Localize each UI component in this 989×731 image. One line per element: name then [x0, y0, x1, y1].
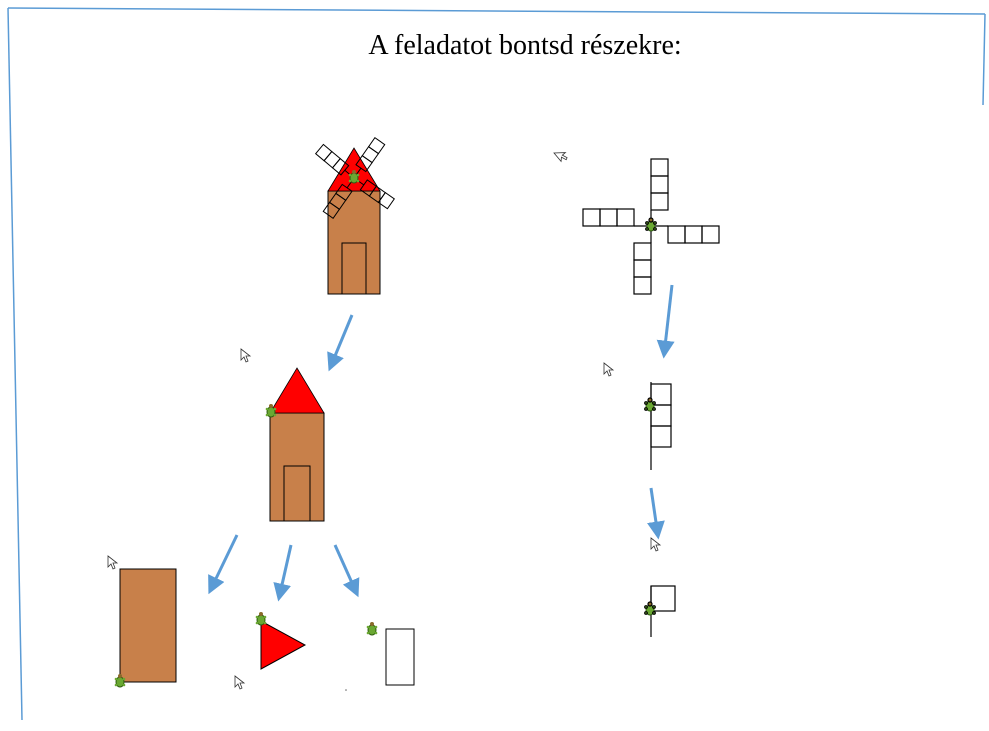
turtle-icon	[366, 621, 378, 636]
single-square	[644, 585, 676, 637]
turtle-icon	[644, 601, 656, 616]
tower-with-roof	[265, 367, 325, 522]
part-roof	[255, 611, 307, 670]
turtle-icon	[645, 217, 657, 232]
border-left	[7, 7, 23, 721]
tower-door	[283, 465, 311, 522]
arrow-windmill-to-tower	[327, 314, 354, 372]
tower-roof	[269, 367, 325, 414]
arrow-sail-to-square	[647, 487, 665, 540]
windmill-door	[341, 242, 367, 295]
speck	[345, 689, 347, 691]
arrow-tower-to-body	[208, 534, 239, 595]
border-top	[7, 7, 986, 15]
arrow-sails-to-single-sail	[656, 284, 675, 359]
part-door	[366, 621, 415, 686]
windmill-full	[314, 137, 395, 295]
part-body	[114, 568, 177, 688]
sails-full	[582, 158, 720, 295]
arrow-tower-to-roof	[273, 544, 293, 602]
tower-body	[269, 412, 325, 522]
turtle-icon	[255, 611, 267, 626]
arrow-tower-to-door	[333, 544, 360, 598]
turtle-icon	[644, 397, 656, 412]
page-border	[7, 7, 986, 721]
page-title: A feladatot bontsd részekre:	[368, 30, 682, 61]
mouse-cursor-icon	[107, 146, 661, 690]
single-sail	[644, 382, 672, 470]
border-right	[982, 13, 986, 106]
